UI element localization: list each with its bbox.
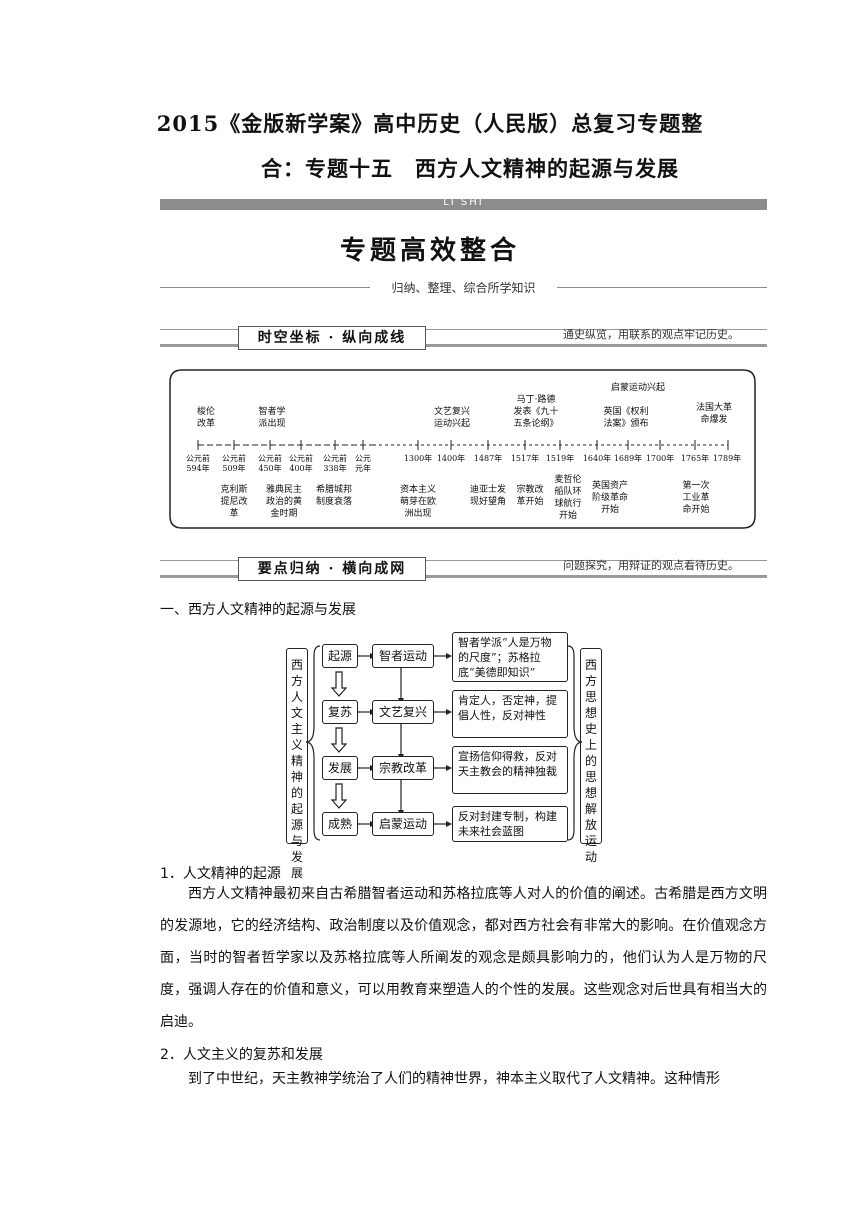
tl-bottom-label: 克利斯 提尼改 革 xyxy=(220,485,248,519)
tl-date: 1789年 xyxy=(712,454,742,463)
banner-bar: LI SHI xyxy=(160,197,767,210)
tl-bottom-label: 资本主义 萌芽在欧 洲出现 xyxy=(399,485,436,519)
flow-note: 肯定人，否定神，提倡人性，反对神性 xyxy=(452,690,568,738)
flow-note: 反对封建专制，构建未来社会蓝图 xyxy=(452,806,568,842)
banner-title: 专题高效整合 xyxy=(339,236,520,266)
timeline-frame xyxy=(169,369,756,529)
flow-right-column: 西方思想史上的思想解放运动 xyxy=(580,648,602,864)
tl-date: 1640年 xyxy=(582,454,612,463)
tl-bottom-label: 希腊城邦 制度衰落 xyxy=(315,485,352,507)
tl-top-label: 梭伦 改革 xyxy=(196,407,215,429)
banner-subtitle-row: 归纳、整理、综合所学知识 xyxy=(160,279,767,295)
doc-title-line1: 2015《金版新学案》高中历史（人民版）总复习专题整 xyxy=(156,111,704,136)
tl-top-label: 马丁·路德 发表《九十 五条论纲》 xyxy=(513,395,559,429)
section-note-timeline: 通史纵览，用联系的观点牢记历史。 xyxy=(563,328,739,341)
banner-code: LI SHI xyxy=(443,197,484,208)
tl-bottom-label: 迪亚士发 现好望角 xyxy=(469,485,506,507)
tl-top-label: 法国大革 命爆发 xyxy=(695,403,732,425)
tl-date: 1765年 xyxy=(680,454,710,463)
flow-movement: 文艺复兴 xyxy=(372,700,434,724)
tl-date: 公元前 338年 xyxy=(323,454,347,473)
tl-date: 1519年 xyxy=(545,454,575,463)
heading-revival: 2．人文主义的复苏和发展 xyxy=(160,1047,323,1063)
section-note-summary: 问题探究，用辩证的观点看待历史。 xyxy=(563,559,739,572)
flow-diagram: 西方人文主义精神的起源与发展 西方思想史上的思想解放运动 起源 复苏 发展 成熟… xyxy=(286,632,602,880)
tl-date: 公元前 509年 xyxy=(222,454,246,473)
banner-subtitle: 归纳、整理、综合所学知识 xyxy=(391,281,536,295)
heading-origin: 1．人文精神的起源 xyxy=(160,866,281,882)
tl-top-label: 英国《权利 法案》颁布 xyxy=(603,407,649,429)
tl-date: 1400年 xyxy=(436,454,466,463)
tl-date: 1517年 xyxy=(510,454,540,463)
heading-origin-development: 一、西方人文精神的起源与发展 xyxy=(160,602,356,618)
tl-bottom-label: 麦哲伦 船队环 球航行 开始 xyxy=(554,475,582,521)
flow-movement: 宗教改革 xyxy=(372,756,434,780)
section-bar-summary: 要点归纳 · 横向成网 问题探究，用辩证的观点看待历史。 xyxy=(160,557,767,581)
tl-date: 1487年 xyxy=(473,454,503,463)
tl-bottom-label: 雅典民主 政治的黄 金时期 xyxy=(265,485,302,519)
flow-stage: 发展 xyxy=(322,756,358,780)
flow-left-column: 西方人文主义精神的起源与发展 xyxy=(286,648,308,880)
paragraph-revival: 到了中世纪，天主教神学统治了人们的精神世界，神本主义取代了人文精神。这种情形 xyxy=(188,1071,720,1087)
flow-movement: 启蒙运动 xyxy=(372,812,434,836)
flow-movement: 智者运动 xyxy=(372,644,434,668)
flow-note: 宣扬信仰得救，反对天主教会的精神独裁 xyxy=(452,746,568,794)
tl-date: 公元前 450年 xyxy=(258,454,282,473)
tl-bottom-label: 第一次 工业革 命开始 xyxy=(682,481,710,515)
tl-date: 1300年 xyxy=(403,454,433,463)
flow-stage: 复苏 xyxy=(322,700,358,724)
tl-date: 1700年 xyxy=(645,454,675,463)
section-tab-summary: 要点归纳 · 横向成网 xyxy=(238,557,426,581)
tl-top-label: 文艺复兴 运动兴起 xyxy=(433,407,470,429)
tl-bottom-label: 英国资产 阶级革命 开始 xyxy=(591,481,628,515)
tl-date: 公元前 594年 xyxy=(186,454,210,473)
flow-note: 智者学派“人是万物的尺度”；苏格拉底“美德即知识” xyxy=(452,632,568,682)
tl-top-label: 智者学 派出现 xyxy=(258,407,286,429)
paragraph-origin: 西方人文精神最初来自古希腊智者运动和苏格拉底等人对人的价值的阐述。古希腊是西方文… xyxy=(160,886,767,1030)
tl-bottom-label: 宗教改 革开始 xyxy=(516,485,544,507)
tl-date: 公元前 400年 xyxy=(289,454,313,473)
tl-date: 1689年 xyxy=(613,454,643,463)
tl-top-label: 启蒙运动兴起 xyxy=(610,383,665,393)
doc-title-line2: 合：专题十五 西方人文精神的起源与发展 xyxy=(261,156,679,181)
section-bar-timeline: 时空坐标 · 纵向成线 通史纵览，用联系的观点牢记历史。 xyxy=(160,326,767,350)
section-tab-timeline: 时空坐标 · 纵向成线 xyxy=(238,326,426,350)
flow-stage: 成熟 xyxy=(322,812,358,836)
flow-stage: 起源 xyxy=(322,644,358,668)
tl-date: 公元 元年 xyxy=(355,454,371,473)
timeline-diagram: 梭伦 改革 智者学 派出现 文艺复兴 运动兴起 马丁·路德 发表《九十 五条论纲… xyxy=(168,368,757,530)
